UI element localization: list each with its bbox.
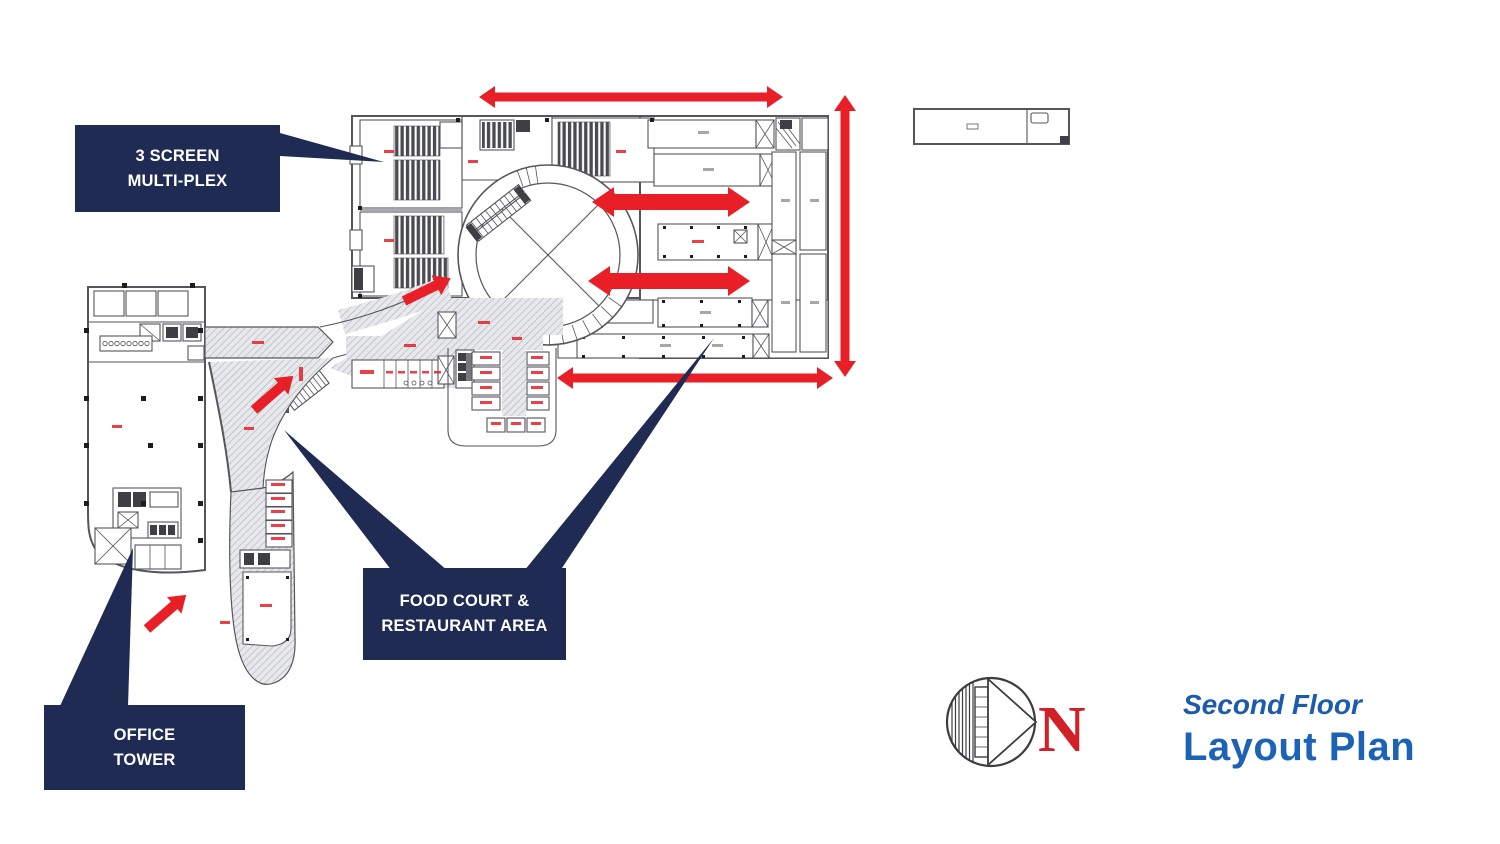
compass-north-label: N: [1038, 693, 1086, 766]
tail-stalls: [239, 479, 293, 647]
arrow-tower: [143, 594, 187, 633]
cinema-hall-1: [359, 119, 463, 209]
arrow-bottom-horizontal: [557, 367, 833, 389]
arrow-right-vertical: [834, 95, 856, 377]
callout-office-tower-line1: OFFICE: [113, 725, 176, 744]
circulation-arrows: [143, 86, 856, 633]
plan-title: Layout Plan: [1183, 724, 1416, 769]
callout-multiplex-line2: MULTI-PLEX: [127, 171, 228, 190]
callout-food-court-line2: RESTAURANT AREA: [381, 617, 548, 635]
callout-food-court-line1: FOOD COURT &: [399, 592, 530, 610]
toilet-fixtures: [102, 340, 150, 347]
plan-subtitle: Second Floor: [1183, 689, 1362, 720]
detached-service-block: [913, 108, 1070, 145]
callout-multiplex-line1: 3 SCREEN: [135, 146, 220, 165]
callout-leaders: [60, 133, 714, 706]
escalator: [465, 183, 532, 242]
arrow-bridge: [401, 275, 451, 306]
leader-office-tower: [60, 548, 133, 706]
callout-food-court: FOOD COURT & RESTAURANT AREA: [363, 568, 566, 660]
office-tower-footprint: [84, 283, 206, 574]
leader-food-court-left: [284, 430, 448, 571]
concession-area: [461, 116, 553, 181]
arrow-top-horizontal: [479, 86, 783, 108]
leader-multiplex: [280, 133, 384, 162]
callout-multiplex: 3 SCREEN MULTI-PLEX: [75, 125, 280, 212]
arrow-corridor-upper: [592, 187, 750, 217]
plan-title-block: Second Floor Layout Plan: [1183, 689, 1416, 769]
walkway-and-food-court: [204, 276, 563, 685]
callout-office-tower-line2: TOWER: [113, 750, 176, 769]
north-compass-icon: [945, 676, 1038, 768]
arrow-corridor-lower: [588, 266, 750, 296]
leader-food-court-right: [524, 338, 714, 571]
callout-office-tower: OFFICE TOWER: [44, 705, 245, 790]
arrow-junction: [250, 375, 294, 414]
terrace: [204, 326, 334, 359]
